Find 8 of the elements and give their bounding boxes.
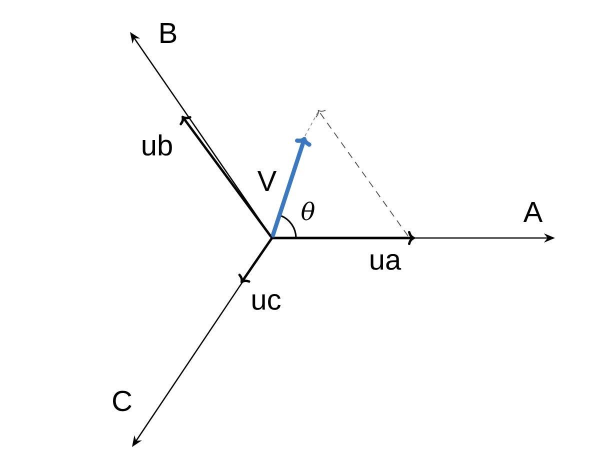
vector-label: uc: [252, 294, 281, 310]
vector-label: V: [257, 171, 277, 191]
angle-label: θ: [302, 202, 314, 220]
vector-label: ub: [142, 134, 172, 156]
axis-label: B: [160, 23, 176, 43]
axis-label: A: [523, 202, 543, 222]
axis-label: C: [113, 390, 132, 412]
vector-label: ua: [370, 254, 402, 270]
